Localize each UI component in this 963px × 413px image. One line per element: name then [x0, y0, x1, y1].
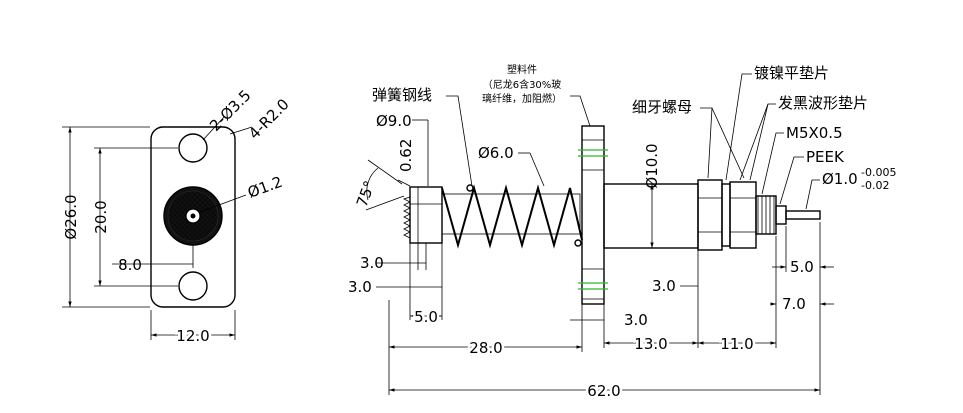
dim-angle: 75°	[353, 178, 379, 209]
dim-head-b: 3.0	[348, 278, 372, 296]
leader-radius	[229, 126, 253, 135]
dim-len-13: 13.0	[634, 335, 667, 353]
dim-pin-dia: Ø1.2	[245, 173, 285, 202]
barrel	[441, 193, 581, 235]
fine-nut	[697, 179, 723, 251]
mount-hole-bottom	[178, 271, 208, 301]
mount-hole-top	[178, 133, 208, 163]
dim-radius: 4-R2.0	[245, 95, 293, 143]
pin-center	[190, 213, 196, 219]
dim-height-total: Ø26.0	[62, 194, 80, 239]
label-peek: PEEK	[806, 148, 845, 166]
head-body	[409, 186, 443, 244]
leader-hole	[202, 116, 225, 141]
label-fine-nut: 细牙螺母	[632, 98, 692, 116]
dim-tip-tol-lower: -0.02	[861, 179, 889, 192]
angle-arc	[366, 167, 379, 201]
leader-tip	[805, 179, 820, 210]
angle-leg1	[367, 159, 403, 185]
leader-wave-washer-2	[749, 103, 769, 181]
label-black-wave-washer: 发黑波形垫片	[778, 94, 868, 112]
flange-outline	[150, 126, 236, 308]
leader-spring	[446, 95, 473, 187]
label-spring: 弹簧钢线	[372, 86, 432, 104]
nickel-washer	[721, 183, 731, 247]
front-view: Ø26.0 20.0 8.0 12.0 2-Ø3.5 4-R2.0 Ø1.2	[62, 86, 293, 348]
dim-tip-7: 7.0	[782, 295, 806, 313]
angle-leg2	[365, 195, 405, 211]
dim-len-28: 28.0	[469, 339, 502, 357]
leader-fine-nut-2	[711, 107, 745, 179]
dim-coil: Ø6.0	[478, 144, 514, 162]
leader-pin	[199, 194, 247, 213]
label-thread: M5X0.5	[786, 124, 843, 142]
dim-wire: 0.62	[397, 139, 415, 172]
leader-wave-washer	[739, 103, 776, 181]
dim-body-step: 3.0	[652, 277, 676, 295]
dim-total: 62.0	[587, 382, 620, 400]
dim-width: 12.0	[176, 327, 209, 345]
probe-tip	[785, 210, 821, 220]
wave-washer	[729, 181, 757, 249]
side-view: 弹簧钢线 塑料件 （尼龙6含30%玻 璃纤维，加阻燃） 镀镍平垫片 细牙螺母 发…	[348, 63, 896, 403]
label-plastic-note2: 璃纤维，加阻燃）	[482, 92, 562, 105]
spring-end-1	[466, 184, 474, 192]
ext-angle	[397, 179, 411, 187]
dim-flange-dia: Ø10.0	[643, 143, 661, 188]
peek-sleeve	[775, 205, 787, 225]
dim-tip-tol-upper: -0.005	[861, 166, 896, 179]
leader-nickel-washer	[725, 73, 752, 181]
leader-fine-nut-1	[700, 107, 713, 179]
dim-flange-th: 3.0	[624, 311, 648, 329]
dim-tip-5: 5.0	[790, 258, 814, 276]
label-plastic-note1: （尼龙6含30%玻	[483, 78, 562, 91]
spring-coils	[441, 184, 583, 249]
dim-head-a: 3.0	[360, 254, 384, 272]
flange-plastic	[581, 125, 605, 305]
leader-thread	[761, 132, 784, 195]
leader-plastic	[570, 95, 591, 127]
label-plastic: 塑料件	[507, 63, 537, 76]
dim-spring-outer: Ø9.0	[376, 112, 412, 130]
dim-hole-spacing: 20.0	[92, 200, 110, 233]
dim-head-c: 5.0	[414, 308, 438, 326]
leader-coil	[529, 152, 545, 187]
dim-tip-dia: Ø1.0	[822, 170, 858, 188]
leader-peek	[779, 156, 804, 205]
thread-lines	[757, 196, 775, 234]
dim-center-offset: 8.0	[118, 256, 142, 274]
dim-len-11: 11.0	[720, 335, 753, 353]
spring-end-2	[574, 239, 582, 247]
head-knurl-teeth	[402, 196, 411, 239]
label-nickel-washer: 镀镍平垫片	[754, 64, 829, 82]
probe-body	[603, 183, 699, 249]
